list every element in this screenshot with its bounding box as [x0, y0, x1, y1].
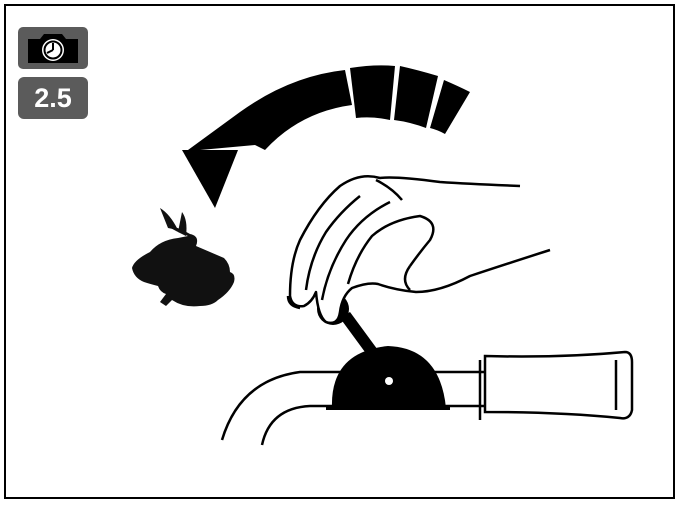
hand-icon — [286, 175, 551, 325]
curved-arrow-left-icon — [182, 65, 470, 208]
camera-icon — [18, 27, 88, 69]
rabbit-fast-icon — [132, 208, 235, 307]
step-number-badge: 2.5 — [18, 77, 88, 119]
handlebar-icon — [220, 350, 634, 446]
